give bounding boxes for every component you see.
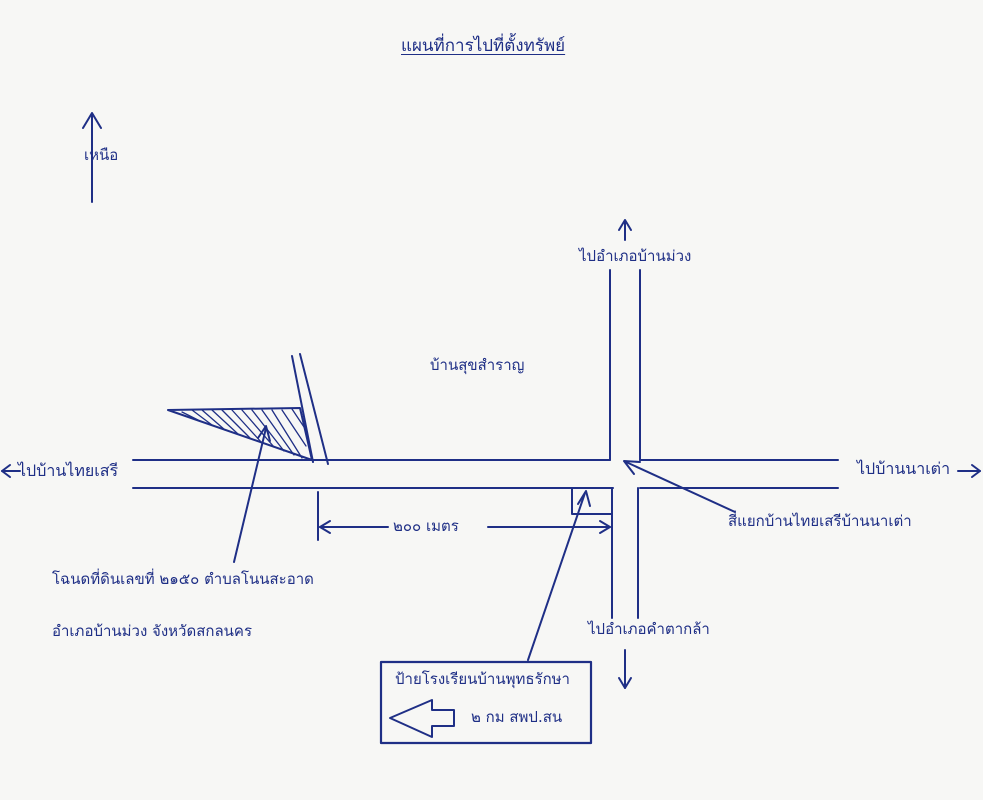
- school-sign-name: ป้ายโรงเรียนบ้านพุทธรักษา: [395, 670, 570, 688]
- horizontal-road: [132, 459, 839, 489]
- north-label: เหนือ: [84, 146, 119, 164]
- north-road-label: ไปอำเภอบ้านม่วง: [579, 247, 692, 265]
- school-pointer-arrow-icon: [527, 490, 591, 661]
- north-road-arrow-icon: [618, 219, 632, 241]
- school-sign-box: [379, 660, 593, 745]
- village-label: บ้านสุขสำราญ: [430, 356, 525, 374]
- west-arrow-icon: [1, 464, 21, 478]
- south-road-label: ไปอำเภอคำตากล้า: [588, 620, 710, 638]
- parcel-pointer-arrow-icon: [233, 425, 271, 563]
- east-arrow-icon: [957, 464, 981, 478]
- land-parcel-shape: [167, 353, 329, 465]
- distance-label: ๒๐๐ เมตร: [393, 517, 459, 535]
- left-arrow-icon: [389, 699, 455, 738]
- east-road-label: ไปบ้านนาเต่า: [857, 459, 951, 478]
- south-road-arrow-icon: [618, 649, 632, 689]
- map-title: แผนที่การไปที่ตั้งทรัพย์: [401, 36, 566, 56]
- parcel-line-1: โฉนดที่ดินเลขที่ ๒๑๕๐ ตำบลโนนสะอาด: [52, 570, 314, 588]
- vertical-road: [609, 269, 641, 619]
- west-road-label: ไปบ้านไทยเสรี: [18, 461, 119, 480]
- school-sign-marker: [571, 487, 613, 515]
- intersection-label: สี่แยกบ้านไทยเสรีบ้านนาเต่า: [728, 512, 912, 530]
- distance-dimension: [317, 491, 611, 541]
- intersection-pointer-arrow-icon: [623, 460, 736, 513]
- school-sign-detail: ๒ กม สพป.สน: [471, 708, 563, 726]
- parcel-line-2: อำเภอบ้านม่วง จังหวัดสกลนคร: [52, 622, 252, 640]
- north-arrow-icon: [82, 112, 102, 203]
